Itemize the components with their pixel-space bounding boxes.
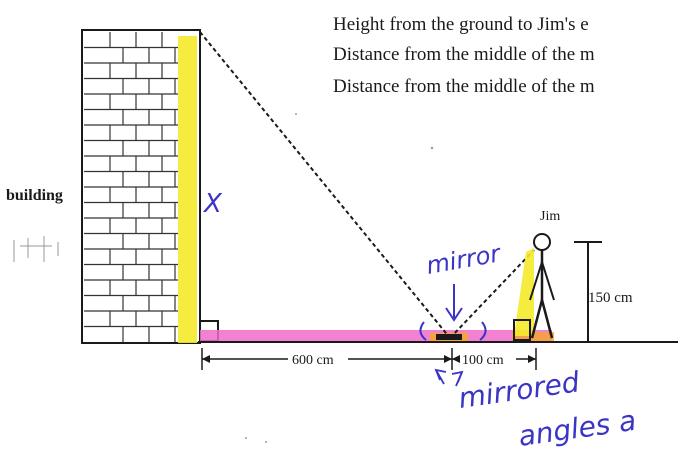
angle-arrows [434, 368, 464, 387]
sight-line-building [199, 31, 451, 339]
mirror-pointer-head [445, 307, 463, 322]
person-arm-left [529, 261, 543, 301]
person-jim [513, 233, 555, 341]
height-label: 150 cm [588, 290, 633, 306]
person-right-angle [513, 319, 531, 341]
distance-100-label: 100 cm [462, 353, 504, 368]
mirror [436, 334, 462, 340]
header-text: Height from the ground to Jim's e Distan… [333, 14, 595, 97]
person-height-highlight [514, 248, 534, 336]
building [81, 29, 219, 344]
mirror-annotation: mirror [424, 239, 504, 280]
faint-marks [13, 236, 59, 262]
building-label: building [6, 187, 63, 204]
header-line-3: Distance from the middle of the m [333, 76, 595, 97]
person-arm-right [541, 261, 555, 301]
person-leg-left [530, 299, 544, 339]
angle-arc-right [479, 321, 487, 341]
distance-600-label: 600 cm [292, 353, 334, 368]
mirrored-annotation-line1: mirrored [456, 365, 581, 415]
angle-arc-left [419, 321, 427, 341]
person-head [533, 233, 551, 251]
header-line-1: Height from the ground to Jim's e [333, 14, 589, 35]
brick-pattern [84, 32, 178, 342]
header-line-2: Distance from the middle of the m [333, 44, 595, 65]
ground-highlight [200, 330, 552, 342]
person-label: Jim [540, 209, 560, 224]
stray-specks [245, 113, 434, 443]
unknown-x-label: X [202, 189, 223, 219]
person-leg-right [540, 299, 554, 339]
sight-line-person [449, 249, 535, 339]
height-dimension [574, 241, 602, 342]
distance-arrows [202, 355, 536, 363]
mirrored-annotation-line2: angles a [516, 404, 638, 453]
building-height-highlight [178, 36, 197, 343]
